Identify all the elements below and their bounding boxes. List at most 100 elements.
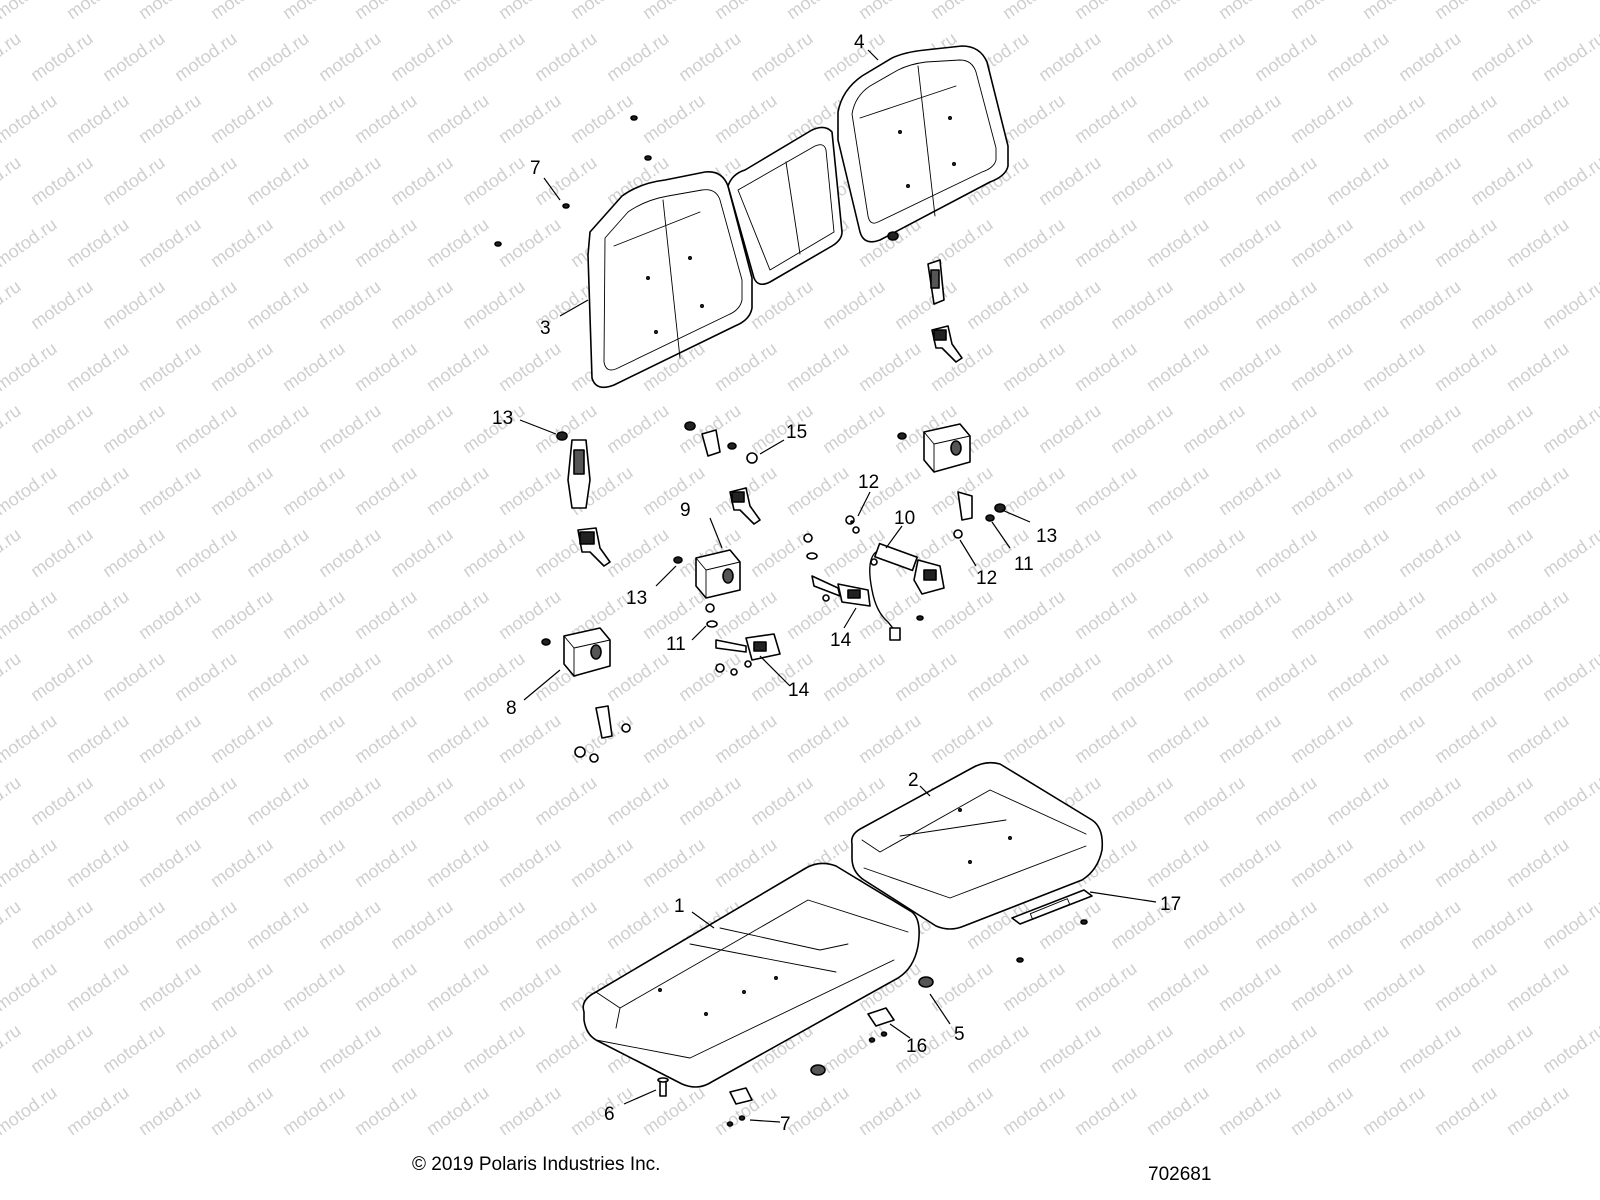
watermark-text: motod.ru (1431, 958, 1501, 1015)
watermark-text: motod.ru (27, 1020, 97, 1077)
watermark-text: motod.ru (1179, 648, 1249, 705)
watermark-text: motod.ru (1107, 28, 1177, 85)
watermark-text: motod.ru (315, 772, 385, 829)
watermark-text: motod.ru (567, 90, 637, 147)
watermark-text: motod.ru (1323, 896, 1393, 953)
seat-belt-retractor-upper-right (897, 423, 971, 473)
watermark-text: motod.ru (855, 0, 925, 23)
watermark-text: motod.ru (783, 1082, 853, 1139)
watermark-text: motod.ru (207, 338, 277, 395)
watermark-text: motod.ru (207, 958, 277, 1015)
watermark-text: motod.ru (63, 1082, 133, 1139)
watermark-text: motod.ru (603, 400, 673, 457)
watermark-text: motod.ru (1323, 152, 1393, 209)
watermark-text: motod.ru (27, 152, 97, 209)
watermark-text: motod.ru (639, 462, 709, 519)
watermark-text: motod.ru (1359, 710, 1429, 767)
watermark-text: motod.ru (243, 152, 313, 209)
watermark-text: motod.ru (891, 276, 961, 333)
watermark-text: motod.ru (1143, 1082, 1213, 1139)
watermark-text: motod.ru (1467, 524, 1537, 581)
watermark-text: motod.ru (819, 1020, 889, 1077)
watermark-text: motod.ru (1179, 28, 1249, 85)
watermark-text: motod.ru (1503, 834, 1573, 891)
watermark-text: motod.ru (603, 28, 673, 85)
callouts: 4 7 3 13 15 12 9 10 13 11 12 13 11 14 14… (492, 32, 1181, 1135)
watermark-text: motod.ru (1539, 896, 1600, 953)
watermark-text: motod.ru (0, 214, 60, 271)
watermark-text: motod.ru (1179, 400, 1249, 457)
callout-13-right: 13 (1036, 526, 1057, 547)
watermark-text: motod.ru (1215, 462, 1285, 519)
watermark-text: motod.ru (423, 90, 493, 147)
watermark-text: motod.ru (1431, 90, 1501, 147)
watermark-text: motod.ru (1539, 772, 1600, 829)
watermark-text: motod.ru (531, 772, 601, 829)
watermark-text: motod.ru (639, 90, 709, 147)
seat-back-right (837, 45, 1009, 243)
watermark-text: motod.ru (1359, 958, 1429, 1015)
watermark-text: motod.ru (1467, 772, 1537, 829)
watermark-text: motod.ru (1359, 1082, 1429, 1139)
watermark-text: motod.ru (351, 90, 421, 147)
watermark-text: motod.ru (603, 524, 673, 581)
watermark-text: motod.ru (747, 276, 817, 333)
watermark-text: motod.ru (351, 586, 421, 643)
watermark-text: motod.ru (567, 834, 637, 891)
watermark-text: motod.ru (1503, 586, 1573, 643)
watermark-text: motod.ru (0, 90, 60, 147)
watermark-text: motod.ru (1539, 648, 1600, 705)
seat-back-center (727, 126, 843, 286)
watermark-text: motod.ru (1215, 214, 1285, 271)
watermark-text: motod.ru (1359, 834, 1429, 891)
watermark-text: motod.ru (1323, 1020, 1393, 1077)
watermark-text: motod.ru (459, 276, 529, 333)
watermark-text: motod.ru (1503, 1082, 1573, 1139)
watermark-text: motod.ru (99, 1020, 169, 1077)
watermark-text: motod.ru (1107, 648, 1177, 705)
watermark-text: motod.ru (531, 28, 601, 85)
watermark-text: motod.ru (1359, 0, 1429, 23)
watermark-text: motod.ru (135, 834, 205, 891)
watermark-text: motod.ru (927, 586, 997, 643)
watermark-text: motod.ru (135, 586, 205, 643)
watermark-text: motod.ru (1431, 338, 1501, 395)
watermark-text: motod.ru (135, 710, 205, 767)
watermark-text: motod.ru (819, 648, 889, 705)
watermark-text: motod.ru (135, 462, 205, 519)
callout-2: 2 (908, 770, 919, 791)
watermark-text: motod.ru (1251, 276, 1321, 333)
bolt-12-left (850, 520, 854, 524)
watermark-text: motod.ru (711, 338, 781, 395)
watermark-text: motod.ru (1179, 524, 1249, 581)
watermark-text: motod.ru (783, 0, 853, 23)
watermark-text: motod.ru (63, 834, 133, 891)
watermark-text: motod.ru (279, 1082, 349, 1139)
watermark-text: motod.ru (171, 524, 241, 581)
watermark-text: motod.ru (423, 1082, 493, 1139)
watermark-text: motod.ru (603, 648, 673, 705)
watermark-text: motod.ru (1215, 958, 1285, 1015)
watermark-text: motod.ru (99, 276, 169, 333)
watermark-text: motod.ru (1071, 958, 1141, 1015)
watermark-text: motod.ru (1179, 1020, 1249, 1077)
watermark-text: motod.ru (1035, 276, 1105, 333)
watermark-text: motod.ru (711, 710, 781, 767)
watermark-text: motod.ru (351, 214, 421, 271)
watermark-text: motod.ru (531, 896, 601, 953)
watermark-text: motod.ru (63, 462, 133, 519)
watermark-text: motod.ru (423, 338, 493, 395)
watermark-text: motod.ru (1251, 524, 1321, 581)
watermark-text: motod.ru (1107, 152, 1177, 209)
watermark-text: motod.ru (315, 1020, 385, 1077)
watermark-text: motod.ru (0, 896, 24, 953)
belt-anchor-upper-right (887, 231, 963, 363)
watermark-text: motod.ru (1539, 152, 1600, 209)
watermark-text: motod.ru (1395, 276, 1465, 333)
watermark-text: motod.ru (0, 1082, 60, 1139)
callout-8: 8 (506, 698, 517, 719)
watermark-text: motod.ru (1035, 152, 1105, 209)
watermark-text: motod.ru (351, 1082, 421, 1139)
watermark-text: motod.ru (0, 958, 60, 1015)
watermark-text: motod.ru (927, 1082, 997, 1139)
